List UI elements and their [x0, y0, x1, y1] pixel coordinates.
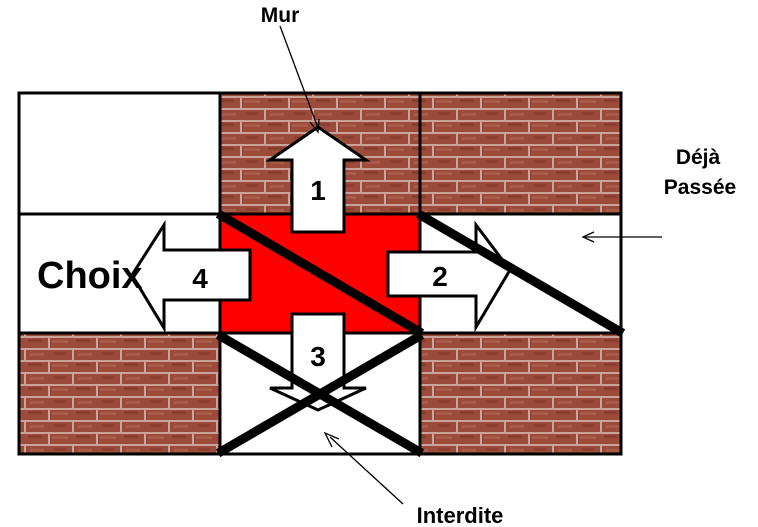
visited-label-line1: Déjà [676, 146, 721, 169]
forbidden-label: Interdite [417, 503, 504, 527]
cell-top-right-wall [420, 93, 621, 214]
forbidden-strokes [215, 209, 626, 458]
visited-label-line2: Passée [664, 176, 736, 199]
arrow-2-number: 2 [432, 261, 448, 292]
wall-label: Mur [261, 4, 300, 27]
arrow-4-number: 4 [192, 263, 208, 294]
arrow-up-1 [265, 125, 371, 234]
cell-bottom-left-wall [19, 333, 220, 454]
cell-top-left [19, 93, 220, 214]
choice-label: Choix [37, 255, 143, 297]
arrow-1-number: 1 [310, 175, 326, 206]
callout-lines [279, 25, 662, 505]
cell-bottom-right-wall [420, 333, 621, 454]
arrow-left-4 [130, 219, 252, 334]
arrow-3-number: 3 [310, 341, 326, 372]
